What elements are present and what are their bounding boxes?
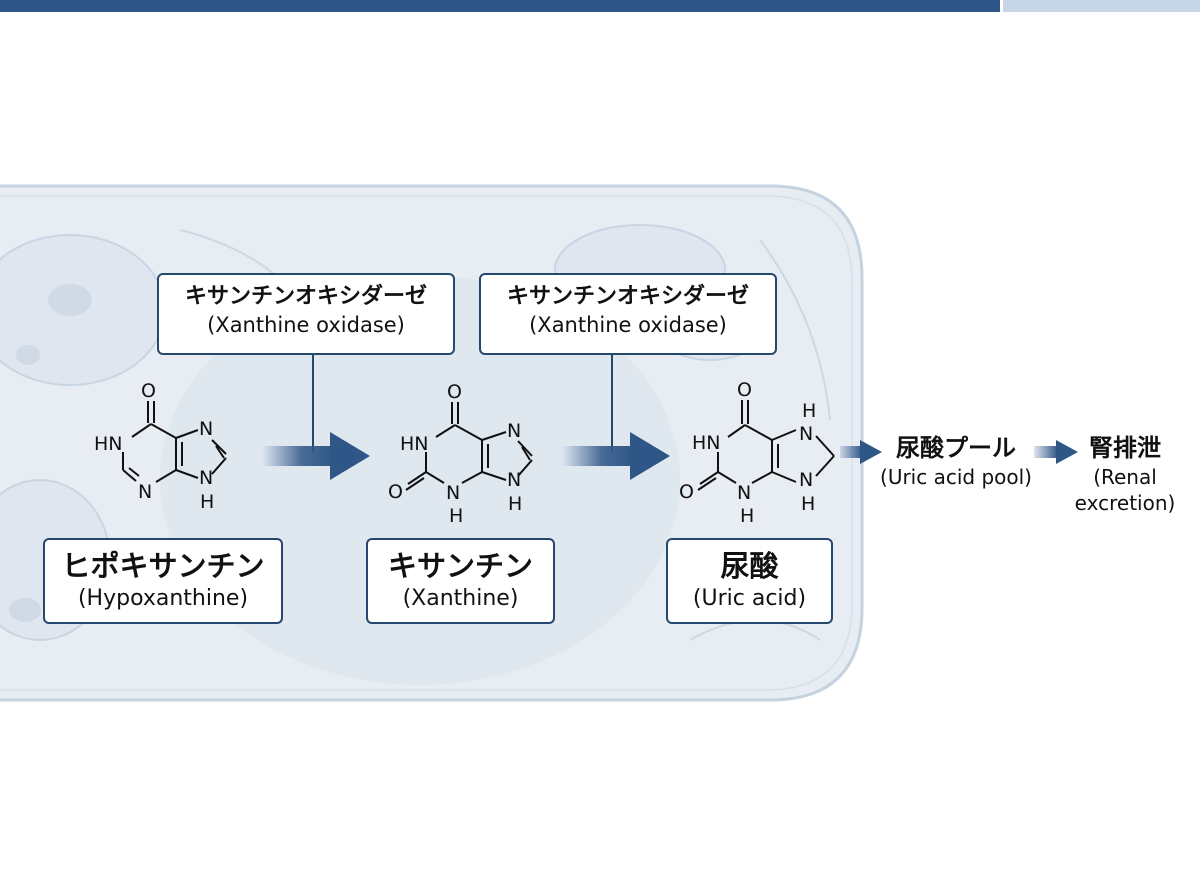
atom-label: HN — [400, 433, 429, 455]
compound-name-jp: 尿酸 — [720, 549, 779, 583]
output-name-en-line2: excretion) — [1074, 491, 1176, 515]
atom-label: N — [507, 469, 521, 491]
compound-name-en: (Xanthine) — [402, 586, 519, 611]
enzyme-name-jp: キサンチンオキシダーゼ — [506, 284, 749, 309]
atom-label: N — [799, 469, 813, 491]
reaction-arrow-1 — [262, 432, 370, 480]
output-name-jp: 尿酸プール — [896, 434, 1016, 462]
output-name-en-line1: (Renal — [1093, 465, 1157, 489]
uric-acid-atoms: O HN O N H H N N H — [679, 379, 816, 527]
atom-label: N — [199, 467, 213, 489]
enzyme-box-2: キサンチンオキシダーゼ (Xanthine oxidase) — [479, 273, 777, 355]
atom-label: H — [508, 493, 522, 515]
atom-label: O — [141, 380, 156, 402]
atom-label: O — [737, 379, 752, 401]
atom-label: N — [138, 481, 152, 503]
atom-label: H — [802, 400, 816, 422]
top-accent-bar — [0, 0, 1000, 12]
output-arrow-2 — [1034, 440, 1078, 464]
compound-box-xanthine: キサンチン (Xanthine) — [366, 538, 555, 624]
atom-label: H — [740, 505, 754, 527]
atom-label: N — [799, 423, 813, 445]
atom-label: HN — [94, 433, 123, 455]
compound-name-jp: ヒポキサンチン — [61, 549, 265, 583]
output-name-jp: 腎排泄 — [1089, 434, 1161, 462]
enzyme-name-en: (Xanthine oxidase) — [207, 313, 405, 337]
atom-label: N — [507, 420, 521, 442]
xanthine-structure — [405, 402, 533, 491]
compound-box-hypoxanthine: ヒポキサンチン (Hypoxanthine) — [43, 538, 283, 624]
atom-label: HN — [692, 432, 721, 454]
hypoxanthine-structure — [122, 401, 227, 483]
atom-label: N — [737, 482, 751, 504]
enzyme-name-jp: キサンチンオキシダーゼ — [184, 284, 427, 309]
compound-name-en: (Uric acid) — [692, 586, 807, 611]
atom-label: O — [388, 481, 403, 503]
atom-label: N — [199, 418, 213, 440]
output-arrow-1 — [840, 440, 882, 464]
renal-excretion-label: 腎排泄 (Renal excretion) — [1060, 432, 1190, 516]
enzyme-name-en: (Xanthine oxidase) — [529, 313, 727, 337]
atom-label: O — [679, 481, 694, 503]
reaction-arrow-2 — [562, 432, 670, 480]
compound-box-uric-acid: 尿酸 (Uric acid) — [666, 538, 833, 624]
atom-label: H — [200, 491, 214, 513]
hypoxanthine-atoms: O HN N N N H — [94, 380, 214, 513]
top-accent-bar-light — [1003, 0, 1200, 12]
atom-label: H — [449, 505, 463, 527]
output-name-en: (Uric acid pool) — [880, 465, 1032, 489]
uric-acid-structure — [697, 400, 835, 491]
atom-label: H — [801, 493, 815, 515]
uric-acid-pool-label: 尿酸プール (Uric acid pool) — [866, 432, 1046, 490]
compound-name-jp: キサンチン — [387, 549, 533, 583]
compound-name-en: (Hypoxanthine) — [77, 586, 249, 611]
enzyme-box-1: キサンチンオキシダーゼ (Xanthine oxidase) — [157, 273, 455, 355]
atom-label: O — [447, 381, 462, 403]
atom-label: N — [446, 482, 460, 504]
xanthine-atoms: O HN O N H N N H — [388, 381, 522, 527]
